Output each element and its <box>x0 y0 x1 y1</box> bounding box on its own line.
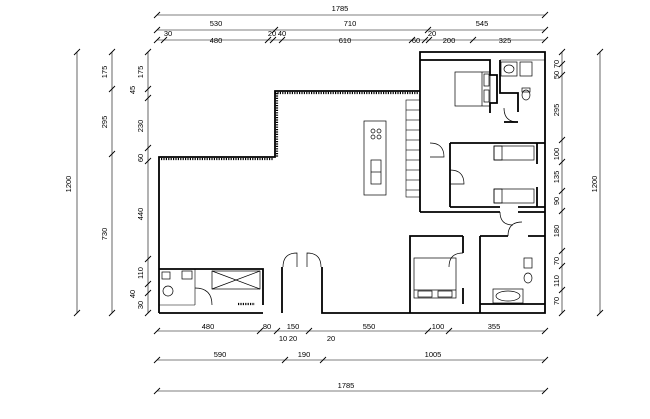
stair-and-island <box>363 99 421 198</box>
dim-top-row2-i: 325 <box>499 36 512 45</box>
dim-top-row2-a: 30 <box>164 29 172 38</box>
dim-bottom-row1-e: 100 <box>432 322 445 331</box>
dim-left-row1-b: 295 <box>100 116 109 129</box>
dim-bottom-row1-c: 150 <box>287 322 300 331</box>
dim-top-row2-b: 480 <box>210 36 223 45</box>
dim-right-b: 50 <box>552 71 561 79</box>
dim-top-total: 1785 <box>332 4 349 13</box>
dim-left-row2-a: 175 <box>136 66 145 79</box>
plan-walls <box>158 51 546 314</box>
dim-bottom-small-c: 20 <box>327 334 335 343</box>
furniture <box>161 61 535 304</box>
dim-left-row2-g: 40 <box>128 290 137 298</box>
dim-bottom-row2-a: 590 <box>214 350 227 359</box>
dim-right-j: 70 <box>552 297 561 305</box>
dim-right-e: 135 <box>552 171 561 184</box>
dim-bottom-row2-b: 190 <box>298 350 311 359</box>
dim-left-row1-a: 175 <box>100 66 109 79</box>
left-dimensions: 1200 175 295 730 175 45 230 60 440 110 4… <box>64 48 152 317</box>
dim-left-row1-c: 730 <box>100 228 109 241</box>
right-dimensions: 1200 70 50 295 100 135 90 180 70 110 70 <box>552 48 604 317</box>
dim-right-f: 90 <box>552 197 561 205</box>
dim-top-row1-a: 530 <box>210 19 223 28</box>
dim-top-row2-c: 20 <box>268 29 276 38</box>
dim-bottom-row1-b: 80 <box>263 322 271 331</box>
dim-left-total: 1200 <box>64 176 73 193</box>
doors <box>194 107 523 306</box>
dim-right-d: 100 <box>552 148 561 161</box>
dim-right-i: 110 <box>552 275 561 287</box>
bottom-dimensions: 480 80 150 550 100 355 10 20 20 590 190 … <box>153 322 549 395</box>
dim-left-row2-c: 230 <box>136 120 145 133</box>
dim-bottom-row1-a: 480 <box>202 322 215 331</box>
dim-right-g: 180 <box>552 225 561 238</box>
dim-right-a: 70 <box>552 60 561 68</box>
dim-left-row2-e: 440 <box>136 208 145 221</box>
dim-left-row2-h: 30 <box>136 301 145 309</box>
dim-top-row2-g: 20 <box>428 29 436 38</box>
dim-top-row1-b: 710 <box>344 19 357 28</box>
dim-bottom-total: 1785 <box>338 381 355 390</box>
dim-bottom-row1-d: 550 <box>363 322 376 331</box>
top-dimensions: 1785 530 710 545 30 480 20 40 610 60 20 … <box>153 4 549 45</box>
dim-top-row1-c: 545 <box>476 19 489 28</box>
dim-bottom-row2-c: 1005 <box>425 350 442 359</box>
dim-right-h: 70 <box>552 257 561 265</box>
dim-top-row2-h: 200 <box>443 36 456 45</box>
dim-bottom-small-a: 10 <box>279 334 287 343</box>
dim-bottom-small-b: 20 <box>289 334 297 343</box>
dim-right-c: 295 <box>552 104 561 117</box>
dim-right-total: 1200 <box>590 176 599 193</box>
dim-left-row2-b: 45 <box>128 86 137 94</box>
dim-left-row2-f: 110 <box>136 267 145 279</box>
dim-top-row2-d: 40 <box>278 29 286 38</box>
dim-top-row2-e: 610 <box>339 36 352 45</box>
dim-top-row2-f: 60 <box>412 36 420 45</box>
dim-left-row2-d: 60 <box>136 154 145 162</box>
dim-bottom-row1-f: 355 <box>488 322 501 331</box>
